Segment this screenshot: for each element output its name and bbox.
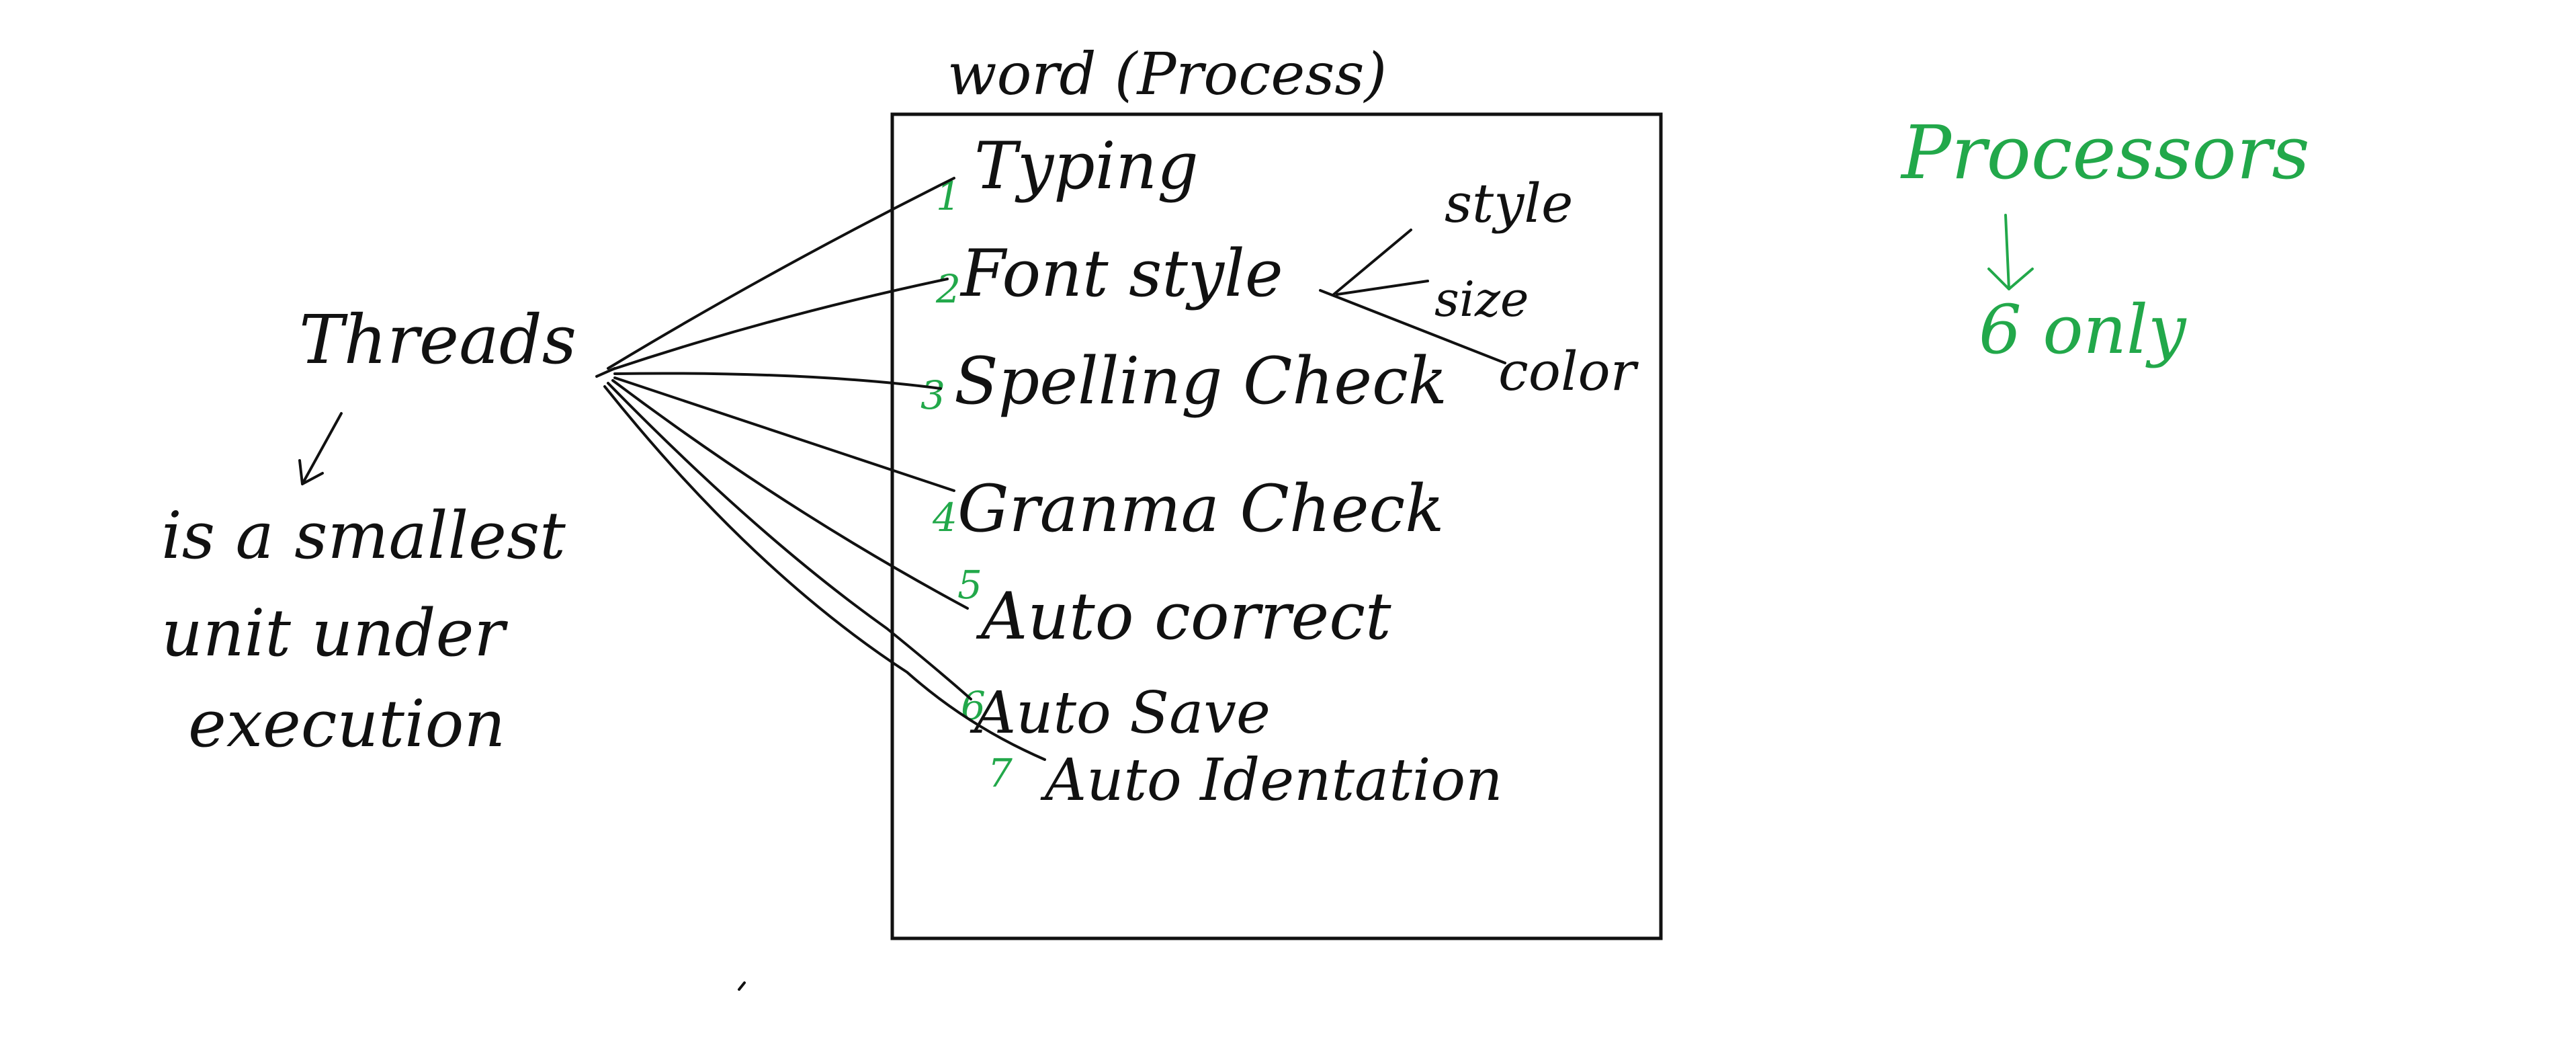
item-number-2: 2 (935, 266, 961, 312)
threads-label: Threads (299, 300, 576, 379)
font-style-branch-lines (1319, 229, 1506, 364)
thread-connector-stub (595, 367, 616, 378)
item-label-auto-correct: Auto correct (976, 579, 1391, 654)
threads-definition-line-2: unit under (161, 596, 508, 671)
item-label-granma-check: Granma Check (957, 471, 1444, 546)
processors-label: Processors (1900, 110, 2310, 196)
stray-mark (738, 981, 746, 991)
font-style-option-size: size (1434, 271, 1529, 327)
process-box (890, 112, 1663, 940)
item-label-auto-identation: Auto Identation (1040, 747, 1503, 814)
threads-arrow (298, 412, 343, 485)
item-number-4: 4 (932, 495, 957, 540)
processors-arrow (1987, 214, 2034, 290)
item-number-7: 7 (988, 750, 1013, 796)
item-label-auto-save: Auto Save (970, 680, 1271, 747)
item-label-font-style: Font style (959, 236, 1283, 311)
font-style-option-color: color (1498, 340, 1639, 403)
item-label-typing: Typing (974, 128, 1199, 204)
item-number-5: 5 (957, 562, 982, 608)
threads-definition-line-1: is a smallest (161, 498, 566, 573)
font-style-option-style: style (1445, 172, 1573, 235)
processors-note: 6 only (1979, 290, 2187, 369)
thread-connector-lines (603, 177, 1046, 761)
threads-definition-line-3: execution (188, 686, 505, 762)
item-label-spelling-check: Spelling Check (954, 343, 1447, 419)
item-number-3: 3 (920, 372, 945, 418)
process-title: word (Process) (947, 41, 1387, 108)
